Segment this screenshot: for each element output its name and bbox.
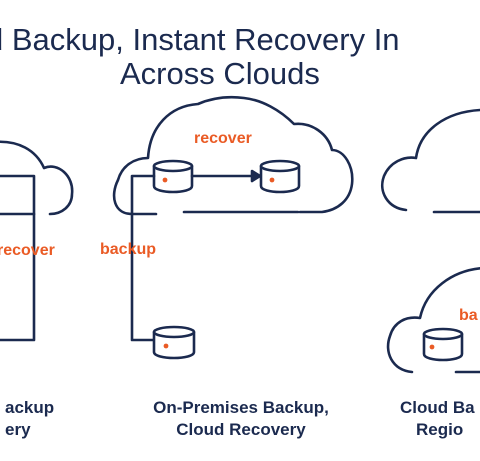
diagram-title-line1: d Backup, Instant Recovery In — [0, 22, 400, 57]
center-backup-line — [130, 174, 156, 342]
center-onprem-disk-dot — [163, 343, 169, 349]
backup-label-center: backup — [100, 241, 157, 258]
diagram-title-line2: Across Clouds — [120, 56, 320, 91]
center-source-disk — [152, 159, 194, 194]
center-target-disk-dot — [269, 177, 275, 183]
center-target-disk — [259, 159, 301, 194]
center-caption-line1: On-Premises Backup, — [153, 398, 329, 417]
center-onprem-disk — [152, 325, 196, 360]
recover-label-center: recover — [194, 130, 252, 147]
right-caption-line1: Cloud Ba — [400, 398, 475, 417]
center-source-disk-dot — [162, 177, 168, 183]
center-cloud — [112, 95, 354, 216]
center-recover-arrowhead — [250, 169, 262, 183]
left-connector-line — [0, 174, 36, 342]
right-caption-line2: Regio — [416, 420, 464, 439]
right-bottom-disk — [422, 327, 464, 362]
left-caption-line1: ackup — [5, 398, 55, 417]
right-top-cloud — [381, 108, 480, 212]
right-bottom-disk-dot — [429, 344, 435, 350]
recover-label-left: recover — [0, 242, 55, 259]
left-caption-line2: ery — [5, 420, 31, 439]
center-caption-line2: Cloud Recovery — [176, 420, 306, 439]
left-cloud — [0, 140, 74, 216]
backup-label-right: ba — [459, 307, 478, 324]
right-bottom-cloud — [386, 267, 480, 374]
